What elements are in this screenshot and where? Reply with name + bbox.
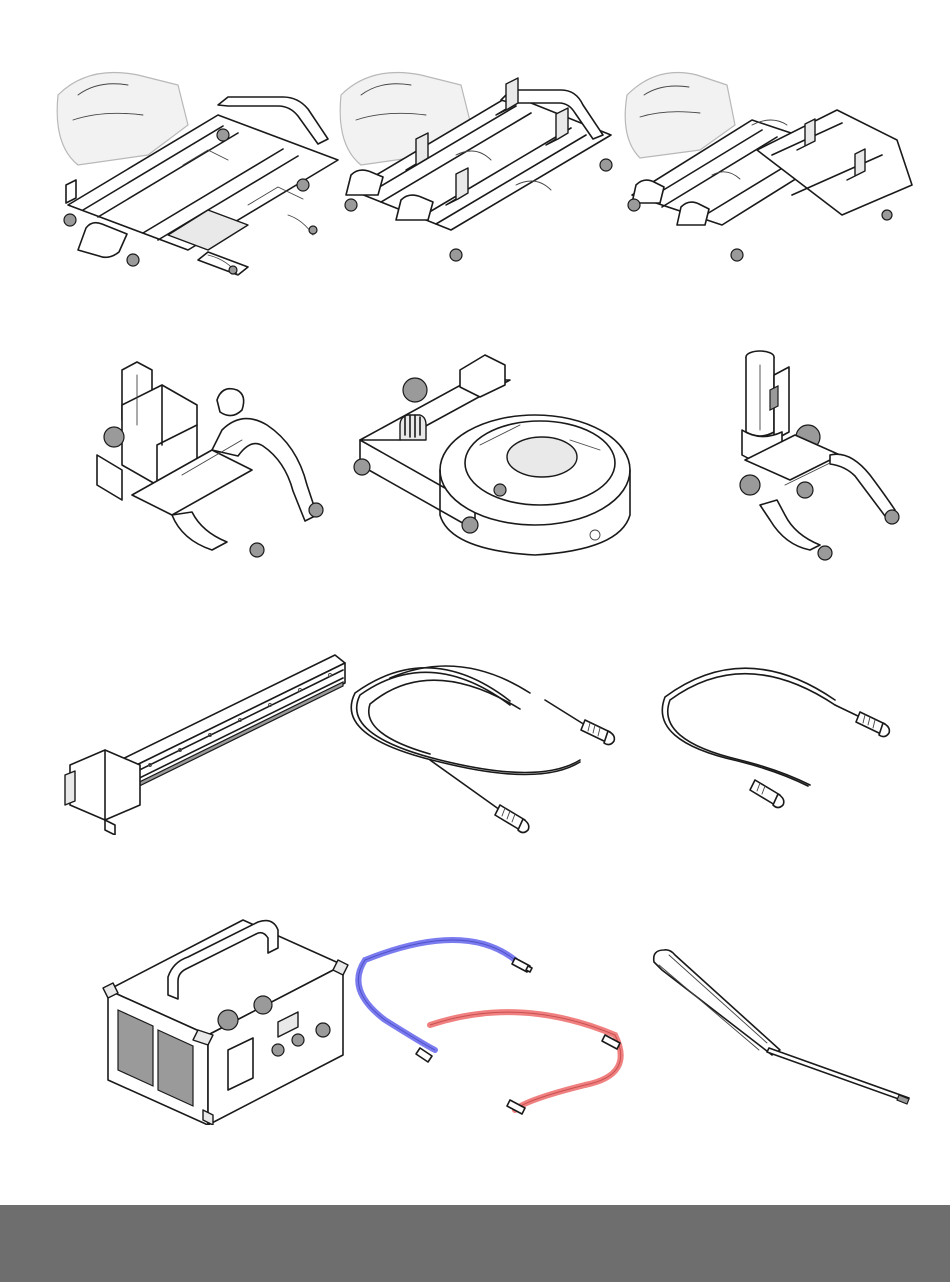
power-unit-illustration bbox=[78, 910, 378, 1125]
wedge-holder-ring-illustration bbox=[340, 345, 640, 565]
cable-long-illustration bbox=[340, 645, 640, 845]
scanner-frame-icon bbox=[336, 55, 636, 265]
scanner-frame-icon bbox=[48, 55, 348, 285]
accessory-illustration-grid bbox=[0, 0, 950, 1205]
screwdriver-illustration bbox=[634, 940, 934, 1105]
cable-icon bbox=[340, 920, 640, 1120]
coax-cables-colored-illustration bbox=[340, 920, 640, 1120]
cable-short-illustration bbox=[640, 650, 940, 825]
probe-holder-icon bbox=[680, 345, 950, 565]
ring-holder-icon bbox=[340, 345, 640, 565]
scanner-frame-a-illustration bbox=[48, 55, 348, 285]
scanner-frame-c-illustration bbox=[622, 55, 922, 265]
linear-rail-illustration bbox=[55, 650, 355, 835]
scanner-frame-b-illustration bbox=[336, 55, 636, 265]
cable-icon bbox=[640, 650, 940, 825]
rail-icon bbox=[55, 650, 355, 835]
probe-holder-a-illustration bbox=[72, 345, 372, 565]
footer-bar bbox=[0, 1205, 950, 1282]
probe-holder-icon bbox=[72, 345, 372, 565]
control-box-icon bbox=[78, 910, 378, 1125]
probe-holder-b-illustration bbox=[680, 345, 950, 565]
cable-icon bbox=[340, 645, 640, 845]
screwdriver-icon bbox=[634, 940, 934, 1105]
scanner-frame-icon bbox=[622, 55, 922, 265]
